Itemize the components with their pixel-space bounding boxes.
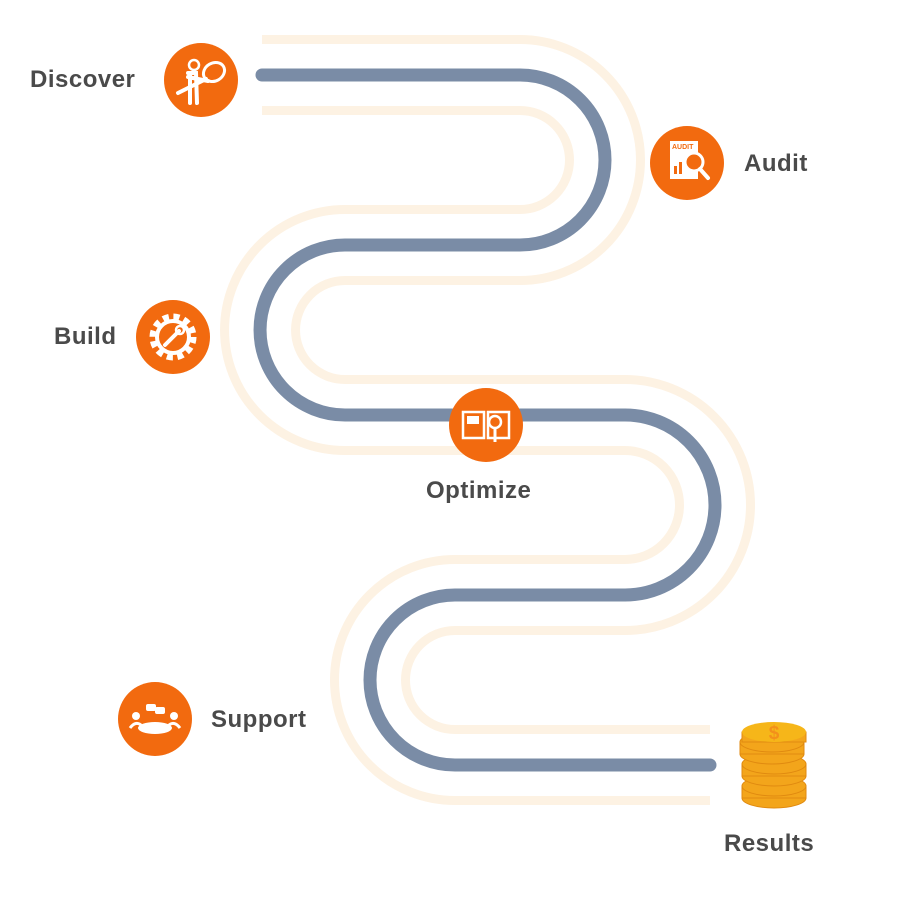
step-label-results: Results	[724, 830, 815, 857]
step-label-optimize: Optimize	[426, 477, 532, 504]
step-label-audit: Audit	[744, 150, 808, 177]
step-label-discover: Discover	[30, 66, 136, 93]
step-build[interactable]	[136, 300, 210, 374]
audit-report-icon: AUDIT	[670, 141, 710, 180]
svg-text:AUDIT: AUDIT	[672, 144, 694, 151]
team-meeting-icon	[128, 704, 182, 734]
step-label-build: Build	[54, 323, 117, 350]
step-support[interactable]	[118, 682, 192, 756]
step-discover[interactable]	[164, 43, 238, 117]
book-magnifier-icon	[461, 410, 511, 442]
svg-text:$: $	[769, 723, 780, 744]
gear-wrench-icon	[149, 313, 197, 361]
explorer-magnifier-icon	[176, 58, 227, 105]
step-audit[interactable]: AUDIT	[650, 126, 724, 200]
road-line	[253, 68, 722, 772]
coin-stack-icon: $	[739, 722, 807, 809]
step-label-support: Support	[211, 706, 307, 733]
step-optimize[interactable]	[449, 388, 523, 462]
